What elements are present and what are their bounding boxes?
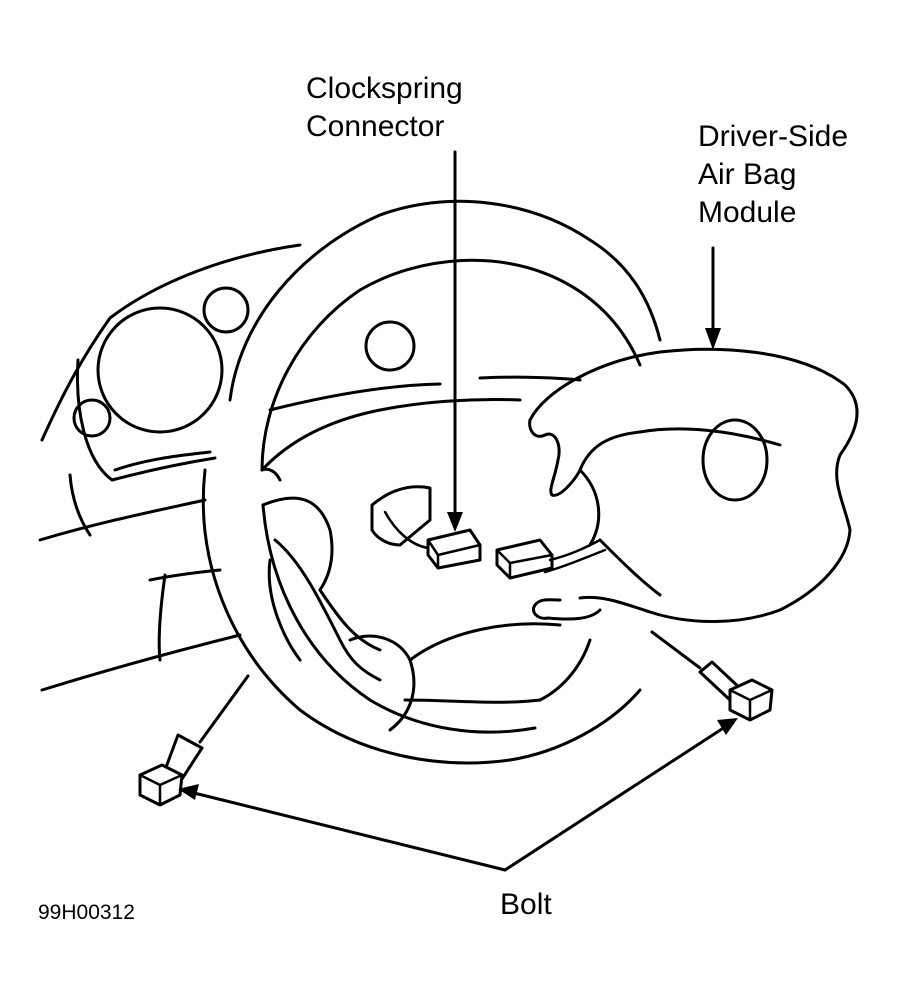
airbag-label-line1: Driver-Side [698, 120, 849, 153]
clockspring-label-line1: Clockspring [306, 72, 463, 105]
right-bolt [650, 630, 774, 722]
steering-wheel [201, 199, 662, 765]
small-gauge-right [364, 320, 416, 372]
clockspring-connector [370, 485, 482, 570]
airbag-emblem [701, 418, 769, 502]
speedometer-gauge [96, 306, 224, 434]
leader-lines [178, 150, 738, 872]
clockspring-arrowhead [447, 512, 463, 532]
airbag-connector [495, 538, 607, 580]
clockspring-label-line2: Connector [306, 110, 445, 143]
instrument-cluster [38, 243, 582, 692]
bolt-arrowhead-left [178, 784, 199, 800]
airbag-module-label: Driver-Side Air Bag Module [698, 118, 848, 232]
figure-id-label: 99H00312 [38, 901, 135, 924]
bolt-pointer-right [503, 725, 727, 872]
small-gauge-left [72, 398, 112, 438]
bolt-pointer-left [188, 790, 507, 872]
airbag-module [528, 347, 859, 623]
clockspring-connector-label: Clockspring Connector [306, 70, 463, 146]
bolt-arrowhead-right [717, 718, 738, 735]
airbag-label-line3: Module [698, 196, 797, 229]
airbag-arrowhead [705, 328, 721, 350]
airbag-label-line2: Air Bag [698, 158, 797, 191]
bolt-label: Bolt [500, 888, 552, 921]
left-bolt [138, 674, 250, 807]
small-gauge-top [202, 286, 250, 334]
